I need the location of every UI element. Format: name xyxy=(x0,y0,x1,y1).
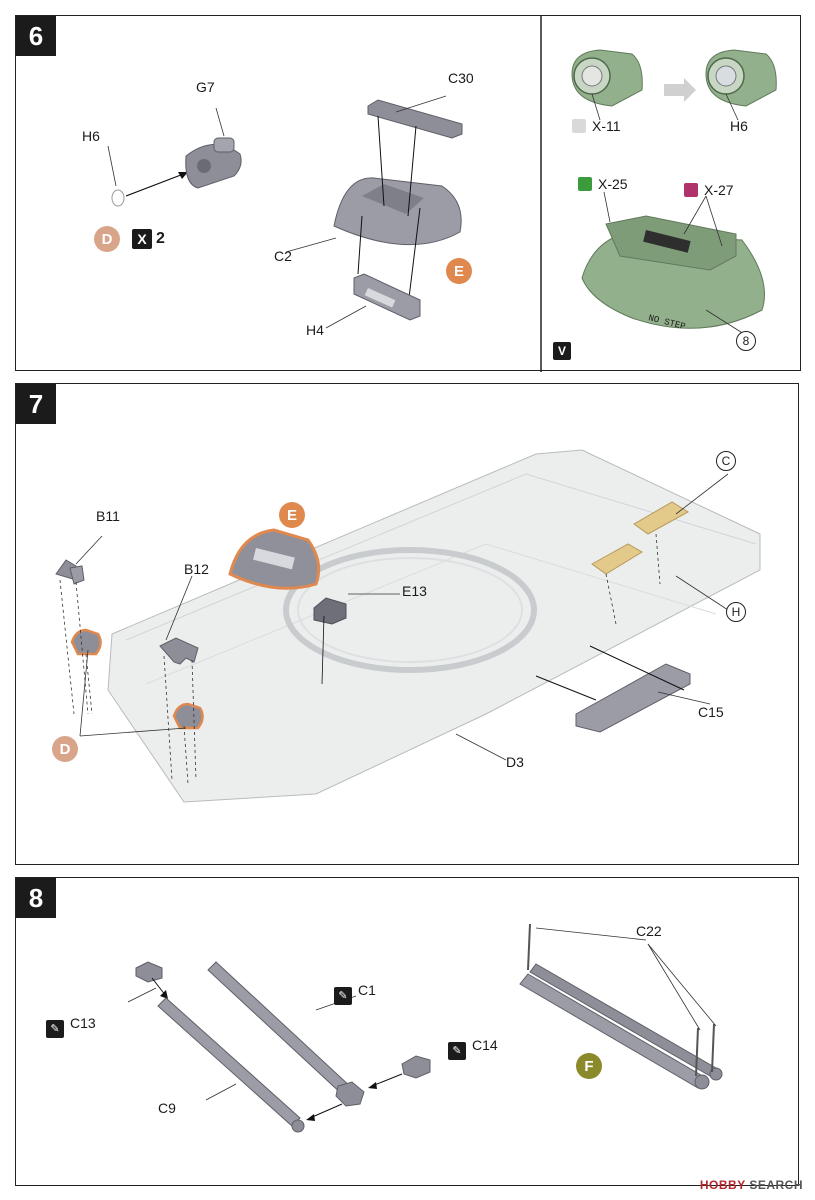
part-g7-periscope xyxy=(185,137,242,189)
label-c15: C15 xyxy=(698,704,724,720)
glue-icon: ✎ xyxy=(334,986,352,1005)
step-8-number: 8 xyxy=(16,878,56,918)
label-d3: D3 xyxy=(506,754,524,770)
part-h6-lens xyxy=(111,189,125,207)
label-c30: C30 xyxy=(448,70,474,86)
watermark-brand-b: SEARCH xyxy=(749,1178,803,1192)
part-c30 xyxy=(367,99,463,139)
turret-periscope-after xyxy=(705,49,777,107)
turret-periscope-before xyxy=(571,49,643,107)
label-c9: C9 xyxy=(158,1100,176,1116)
label-h6-right: H6 xyxy=(730,118,748,134)
part-c14 xyxy=(401,1055,431,1079)
part-b11 xyxy=(55,559,85,585)
watermark: HOBBY SEARCH xyxy=(700,1178,803,1192)
ref-c: C xyxy=(716,451,736,471)
part-d3-hull xyxy=(107,449,761,803)
step-6-artwork: NO STEP xyxy=(107,16,777,372)
badge-d: D xyxy=(94,226,120,252)
part-c9 xyxy=(157,997,305,1133)
part-c2 xyxy=(333,177,462,246)
v-icon: V xyxy=(553,342,571,360)
label-c22: C22 xyxy=(636,923,662,939)
step-8-panel: 8 xyxy=(15,877,799,1186)
part-e13 xyxy=(313,597,347,625)
label-c2: C2 xyxy=(274,248,292,264)
step-7-panel: 7 xyxy=(15,383,799,865)
label-h4: H4 xyxy=(306,322,324,338)
part-c1 xyxy=(207,961,365,1107)
hatch-e-inset xyxy=(228,528,321,590)
label-c13-text: C13 xyxy=(70,1015,96,1031)
glue-icon: ✎ xyxy=(46,1019,64,1038)
step-7-artwork xyxy=(55,449,761,803)
label-x25: X-25 xyxy=(578,176,628,192)
label-x25-text: X-25 xyxy=(598,176,628,192)
glue-icon: ✎ xyxy=(448,1041,466,1060)
label-c1-text: C1 xyxy=(358,982,376,998)
step-7-number: 7 xyxy=(16,384,56,424)
part-d-highlight-2 xyxy=(172,702,204,730)
badge-e: E xyxy=(279,502,305,528)
ref-h: H xyxy=(726,602,746,622)
label-c13: ✎ C13 xyxy=(46,1015,96,1038)
step-6-number: 6 xyxy=(16,16,56,56)
paint-x11-chip xyxy=(572,119,586,133)
label-b11: B11 xyxy=(96,508,120,524)
label-e13: E13 xyxy=(402,583,427,599)
label-c14-text: C14 xyxy=(472,1037,498,1053)
paint-x25-chip xyxy=(578,177,592,191)
badge-f: F xyxy=(576,1053,602,1079)
label-g7: G7 xyxy=(196,79,215,95)
badge-d: D xyxy=(52,736,78,762)
label-x27: X-27 xyxy=(684,182,734,198)
painted-hatch: NO STEP xyxy=(581,215,765,332)
label-x11: X-11 xyxy=(572,118,621,134)
step-6-panel: 6 xyxy=(15,15,801,372)
ref-step-8: 8 xyxy=(736,331,756,351)
label-h6: H6 xyxy=(82,128,100,144)
label-x27-text: X-27 xyxy=(704,182,734,198)
watermark-brand-a: HOBBY xyxy=(699,1178,746,1192)
part-c15 xyxy=(575,663,691,733)
badge-e: E xyxy=(446,258,472,284)
part-d-highlight-1 xyxy=(70,628,102,656)
part-c13 xyxy=(135,961,163,983)
part-c22-pins xyxy=(527,923,715,1077)
part-b12 xyxy=(159,637,199,665)
part-h4 xyxy=(353,273,421,321)
label-c14: ✎ C14 xyxy=(448,1037,498,1060)
label-b12: B12 xyxy=(184,561,209,577)
step-8-artwork xyxy=(127,923,723,1133)
engine-mesh-screens xyxy=(591,501,689,575)
label-c1: ✎ C1 xyxy=(334,982,376,1005)
quantity-icon: X xyxy=(132,229,152,249)
quantity-value: 2 xyxy=(156,230,165,247)
paint-x27-chip xyxy=(684,183,698,197)
label-x11-text: X-11 xyxy=(592,118,621,134)
assembly-f xyxy=(519,963,723,1090)
